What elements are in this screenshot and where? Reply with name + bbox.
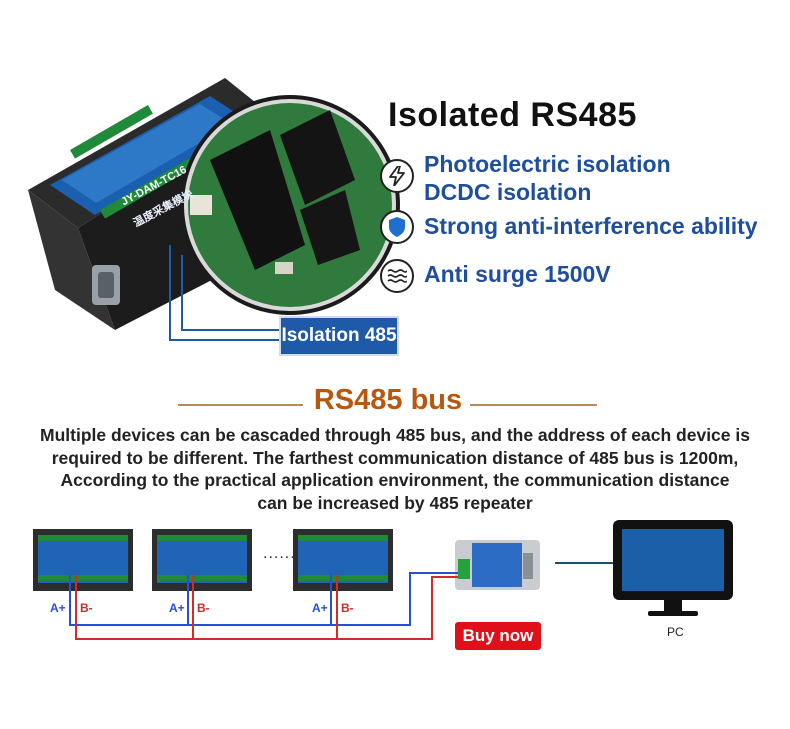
a-plus-label: A+: [50, 601, 66, 615]
lightning-icon: [380, 159, 414, 193]
bus-description: Multiple devices can be cascaded through…: [20, 424, 770, 514]
b-minus-label: B-: [80, 601, 93, 615]
description-line: required to be different. The farthest c…: [51, 447, 739, 468]
b-minus-label: B-: [341, 601, 354, 615]
surge-waves-icon: [380, 259, 414, 293]
description-line: According to the practical application e…: [60, 470, 730, 490]
device-module-2: [152, 529, 252, 591]
shield-icon: [380, 210, 414, 244]
b-minus-label: B-: [197, 601, 210, 615]
bus-wiring-diagram: [33, 520, 733, 640]
pc-label: PC: [667, 625, 684, 639]
feature-anti-interference: Strong anti-interference ability: [424, 213, 758, 239]
device-module-3: [293, 529, 393, 591]
title-rule-left: [178, 404, 303, 406]
feature-dcdc-isolation: DCDC isolation: [424, 179, 592, 205]
description-line: Multiple devices can be cascaded through…: [40, 425, 750, 445]
page-title: Isolated RS485: [388, 96, 637, 134]
isolation-485-label: Isolation 485: [279, 316, 399, 356]
feature-photoelectric-isolation: Photoelectric isolation: [424, 151, 671, 177]
repeater-device: [455, 540, 540, 590]
buy-now-button[interactable]: Buy now: [455, 622, 541, 650]
description-line: can be increased by 485 repeater: [257, 492, 533, 513]
section-title: RS485 bus: [313, 384, 463, 416]
title-rule-right: [470, 404, 597, 406]
device-module-1: [33, 529, 133, 591]
pc-monitor-icon: [613, 520, 733, 616]
a-plus-label: A+: [312, 601, 328, 615]
ellipsis-more-devices: ......: [263, 545, 296, 562]
a-plus-label: A+: [169, 601, 185, 615]
device-illustration: [28, 78, 400, 341]
feature-anti-surge: Anti surge 1500V: [424, 261, 611, 287]
